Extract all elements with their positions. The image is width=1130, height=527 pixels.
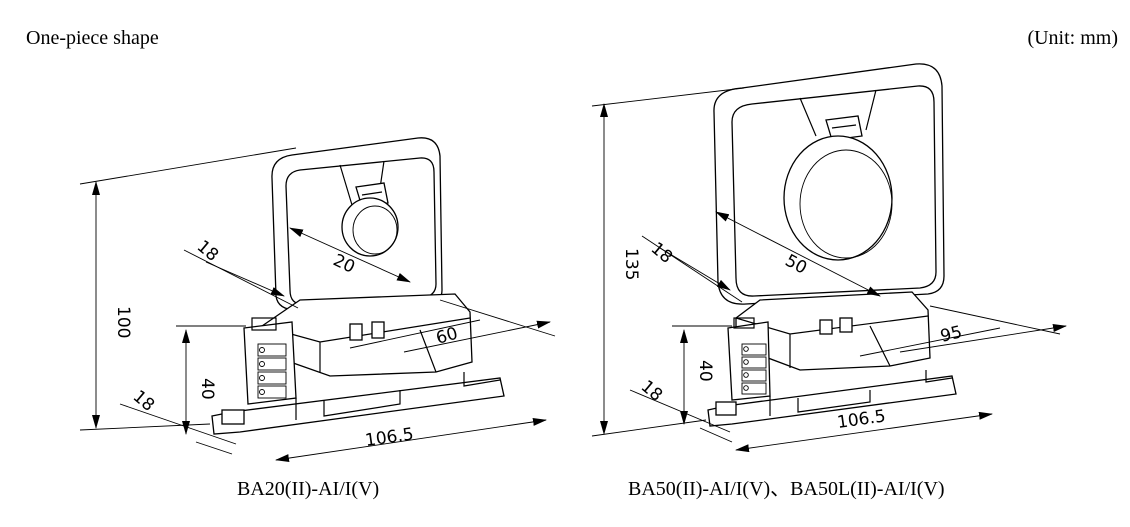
unit-label: (Unit: mm) xyxy=(1027,27,1118,49)
left-dim-offset: 18 xyxy=(193,237,222,266)
left-dim-length: 106.5 xyxy=(364,424,415,451)
right-dim-length: 106.5 xyxy=(836,406,887,433)
left-dim-height: 100 xyxy=(113,306,133,338)
right-dim-width: 95 xyxy=(938,322,964,347)
left-device-drawing xyxy=(211,137,505,435)
left-dimension-lines xyxy=(79,147,555,463)
right-dim-offset: 18 xyxy=(647,239,676,268)
left-dim-base-height: 40 xyxy=(197,378,217,400)
left-model-caption: BA20(II)-AI/I(V) xyxy=(237,478,380,500)
right-dimension-lines xyxy=(591,87,1066,453)
left-dim-depth: 18 xyxy=(129,387,158,416)
right-dim-depth: 18 xyxy=(637,377,666,406)
drawing-title: One-piece shape xyxy=(26,27,159,49)
right-dim-base-height: 40 xyxy=(695,360,715,382)
right-device-drawing xyxy=(707,63,957,427)
right-dim-height: 135 xyxy=(621,248,641,280)
right-model-caption: BA50(II)-AI/I(V)、BA50L(II)-AI/I(V) xyxy=(628,478,945,500)
